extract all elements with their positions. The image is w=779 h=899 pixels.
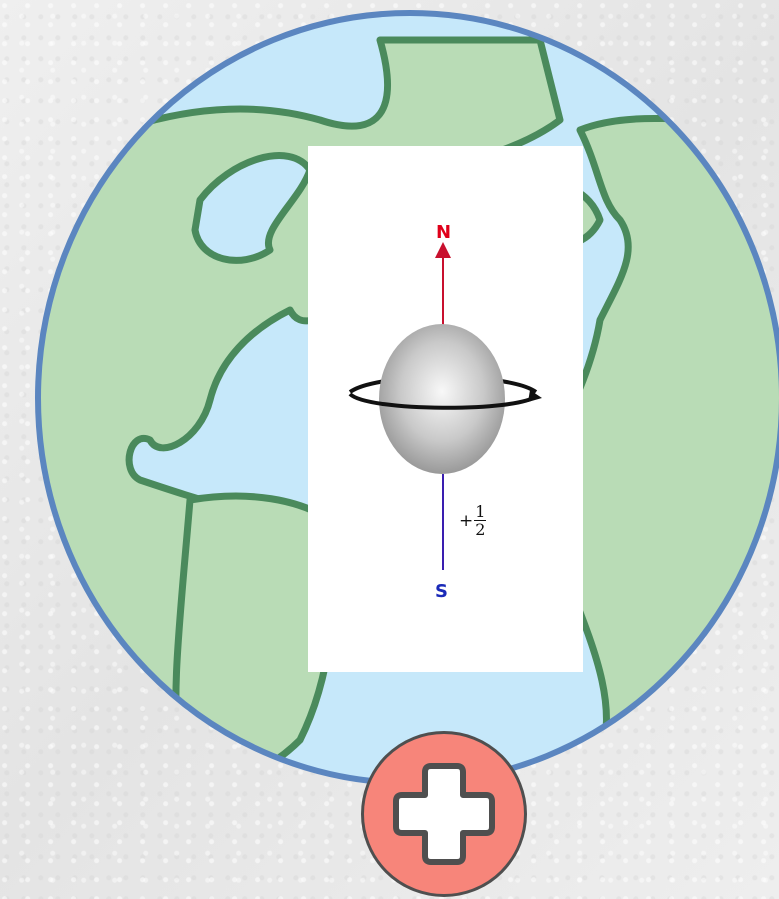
- spin-value: + 1 2: [459, 502, 487, 539]
- add-button[interactable]: [361, 731, 527, 897]
- spin-sign: +: [459, 510, 474, 531]
- spin-numerator: 1: [474, 502, 487, 521]
- north-label: N: [436, 222, 452, 243]
- spin-diagram-card: N S + 1 2: [308, 146, 583, 672]
- south-label: S: [435, 581, 448, 602]
- particle-sphere: [379, 324, 505, 474]
- spin-ring: [348, 392, 538, 410]
- plus-icon: [393, 763, 495, 865]
- spin-denominator: 2: [475, 520, 486, 539]
- spin-diagram: [348, 242, 542, 570]
